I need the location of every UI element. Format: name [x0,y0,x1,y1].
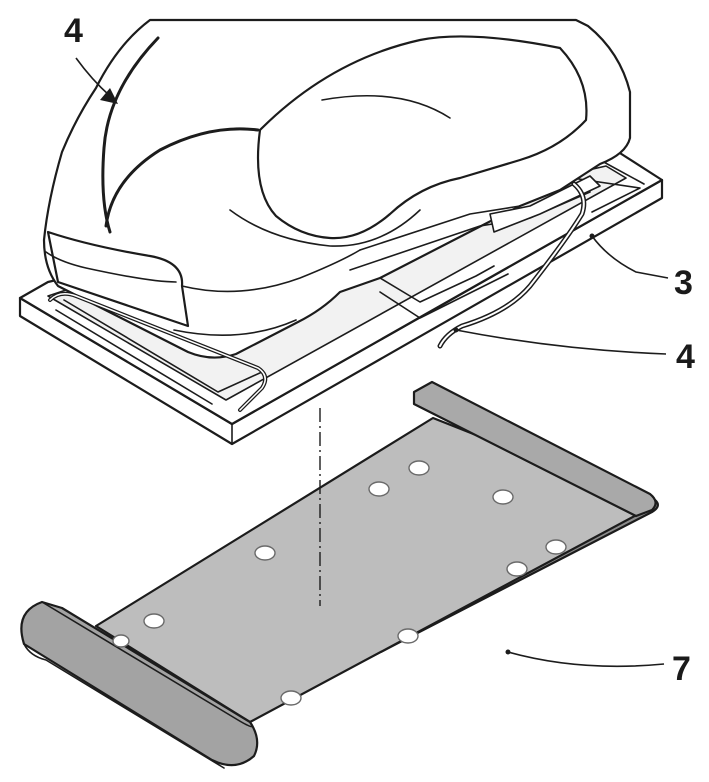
leader-line-base-plate [591,235,669,279]
leader-dot-icon [589,233,595,239]
callout-machine-body: 4 [64,12,83,50]
callout-clamp-lever: 4 [676,338,695,376]
callout-base-plate: 3 [674,264,693,302]
sheet-hole [112,634,130,648]
leader-arrow-icon [100,88,118,104]
leader-dot-icon [505,649,511,655]
sanding-sheet [20,380,659,769]
sheet-hole [545,539,567,555]
leader-line-sanding-sheet [507,651,665,668]
leader-line-clamp-lever [455,329,667,355]
leader-dot-icon [453,327,459,333]
sheet-hole [143,613,165,629]
sheet-hole [397,628,419,644]
machine-body [42,18,632,359]
sheet-hole [408,460,430,476]
callout-sanding-sheet: 7 [672,650,691,688]
sheet-hole [506,561,528,577]
sheet-hole [280,690,302,706]
sheet-hole [368,481,390,497]
sheet-hole [492,489,514,505]
sheet-hole [254,545,276,561]
leader-lines [75,57,669,668]
